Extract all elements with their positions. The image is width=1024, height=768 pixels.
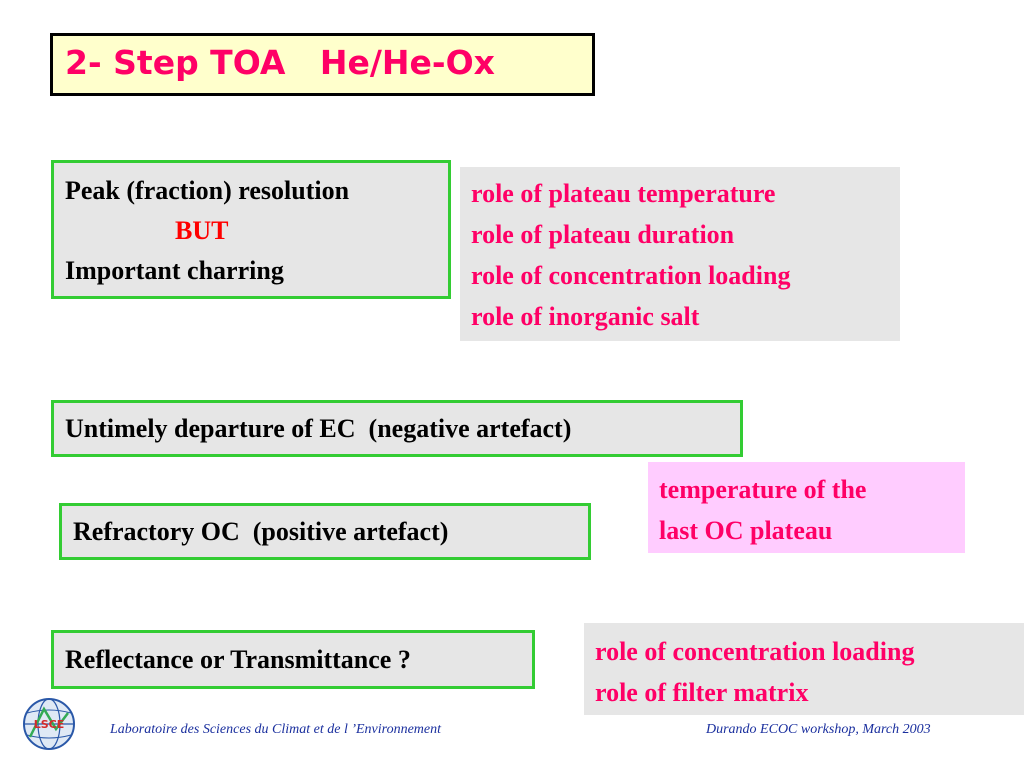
reflectance-text: Reflectance or Transmittance ? — [65, 645, 411, 674]
ec-departure-box: Untimely departure of EC (negative artef… — [51, 400, 743, 457]
reflectance-box: Reflectance or Transmittance ? — [51, 630, 535, 689]
refractory-oc-box: Refractory OC (positive artefact) — [59, 503, 591, 560]
charring-line: Important charring — [65, 256, 284, 285]
note-item: role of plateau duration — [471, 220, 735, 249]
but-label: BUT — [175, 216, 229, 245]
note-item: temperature of the — [659, 475, 867, 504]
footer-lab-name: Laboratoire des Sciences du Climat et de… — [110, 722, 442, 737]
refractory-oc-text: Refractory OC (positive artefact) — [73, 517, 449, 546]
plateau-notes: role of plateau temperature role of plat… — [460, 167, 900, 341]
resolution-line: Peak (fraction) resolution — [65, 176, 350, 205]
logo-text: LSCE — [34, 718, 65, 731]
slide-title: 2- Step TOA He/He-Ox — [50, 33, 595, 96]
note-item: role of plateau temperature — [471, 179, 776, 208]
ec-departure-text: Untimely departure of EC (negative artef… — [65, 414, 572, 443]
note-item: role of concentration loading — [595, 637, 915, 666]
note-item: role of filter matrix — [595, 678, 809, 707]
filter-notes: role of concentration loading role of fi… — [584, 623, 1024, 715]
note-item: role of inorganic salt — [471, 302, 700, 331]
footer-event: Durando ECOC workshop, March 2003 — [706, 722, 931, 737]
oc-plateau-note: temperature of the last OC plateau — [648, 462, 965, 553]
resolution-box: Peak (fraction) resolution BUT Important… — [51, 160, 451, 299]
globe-logo-icon: LSCE — [23, 698, 75, 750]
note-item: last OC plateau — [659, 516, 833, 545]
note-item: role of concentration loading — [471, 261, 791, 290]
